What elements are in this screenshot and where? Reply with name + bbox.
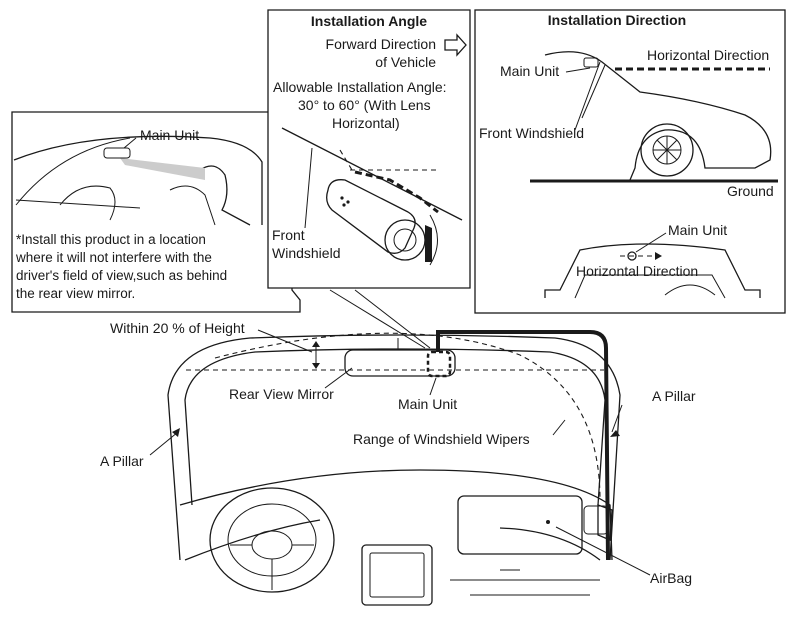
label-forward-line2: of Vehicle [375,54,436,70]
wiper-range-arc [214,332,601,501]
leader-dir-main-unit [565,67,591,73]
label-top-main-unit: Main Unit [668,222,727,238]
leader-top-main-unit [635,232,667,253]
airbag-panel [457,495,583,555]
car-wheel-spokes [653,136,681,164]
car-top-wheel [664,284,716,296]
cabin-note-line2: where it will not interfere with the [15,250,212,265]
angle-device-body [326,179,416,254]
forward-arrow-icon [444,33,467,57]
direction-panel-title: Installation Direction [548,12,686,28]
label-dir-main-unit: Main Unit [500,63,559,79]
cabin-note-line3: driver's field of view,such as behind [16,268,227,283]
arrow-a-pillar-left [172,428,180,437]
label-allow-line2: 30° to 60° (With Lens [298,97,431,113]
cabin-steering [59,185,116,221]
leader-height [257,329,313,353]
angle-panel-title: Installation Angle [311,13,427,29]
label-dash-main-unit: Main Unit [398,396,457,412]
label-a-pillar-left: A Pillar [100,453,144,469]
cabin-main-unit [103,147,131,159]
label-ground: Ground [727,183,774,199]
power-cable [436,330,610,561]
cabin-note-line4: the rear view mirror. [16,286,135,301]
label-allow-line1: Allowable Installation Angle: [273,79,447,95]
cabin-panel: Main Unit *Install this product in a loc… [11,111,303,313]
airbag-point [546,520,550,524]
cabin-driver-arm [169,185,216,226]
label-allow-line3: Horizontal) [332,115,400,131]
label-horizontal-direction: Horizontal Direction [647,47,769,63]
label-within-height: Within 20 % of Height [110,320,245,336]
cabin-windshield [15,137,141,209]
leader-mirror [324,367,353,389]
car-top-dash [574,274,726,299]
mount-bracket-dashed [354,170,439,214]
top-main-unit [627,251,637,261]
label-wiper-range: Range of Windshield Wipers [353,431,530,447]
direction-panel-frame [474,9,786,314]
dashboard-body [184,519,601,561]
height-arrow-heads [312,341,320,369]
label-airbag: AirBag [650,570,692,586]
top-direction-arrow [655,252,662,260]
car-side-outline [544,51,772,181]
cabin-driver [199,165,251,226]
windshield-frame-inner [184,348,606,506]
label-cabin-main-unit: Main Unit [140,127,199,143]
leader-cabin-main-unit [123,137,137,149]
angle-dash-lines [339,149,440,171]
label-top-horizontal: Horizontal Direction [576,263,698,279]
dir-main-unit [583,57,599,68]
center-console [361,544,433,606]
angle-panel-frame [267,9,471,289]
angle-rotate-arc [429,214,438,266]
label-angle-windshield-line1: Front [272,227,305,243]
angle-device-mount [425,225,432,262]
leader-wiper [552,419,566,436]
label-a-pillar-right: A Pillar [652,388,696,404]
label-angle-windshield-line2: Windshield [272,245,340,261]
dashboard-top [179,469,613,561]
steering-spokes [230,544,314,590]
car-windshield [574,61,606,131]
car-wheel [640,123,694,177]
rear-view-mirror [344,349,456,377]
leader-a-pillar-left [149,431,179,456]
label-forward-line1: Forward Direction [326,36,436,52]
lower-dash-lines [450,569,600,596]
steering-wheel [209,487,335,593]
cabin-sight-beam [120,158,205,180]
angle-device-lens-inner [393,228,417,252]
dashboard-view: Within 20 % of Height Rear View Mirror M… [100,320,696,606]
label-dir-front-windshield: Front Windshield [479,125,584,141]
car-top-outline [544,243,761,298]
callout-connector [329,289,431,349]
angle-panel: Installation Angle Forward Direction of … [267,9,471,289]
console-screen [369,552,425,598]
main-unit-marker [426,350,452,378]
label-rear-view-mirror: Rear View Mirror [229,386,334,402]
arrow-a-pillar-right [610,430,620,437]
leader-main-unit [429,377,437,396]
leader-airbag [555,526,651,576]
angle-windshield-line [281,127,463,221]
vent-right [583,505,609,535]
direction-panel: Installation Direction Horizontal Direct… [474,9,786,314]
cabin-roof [13,135,263,225]
leader-angle-windshield [304,147,313,229]
windshield-frame-outer [167,334,621,561]
steering-hub [251,530,293,560]
cabin-note-line1: *Install this product in a location [16,232,206,247]
leader-a-pillar-right [611,404,623,433]
